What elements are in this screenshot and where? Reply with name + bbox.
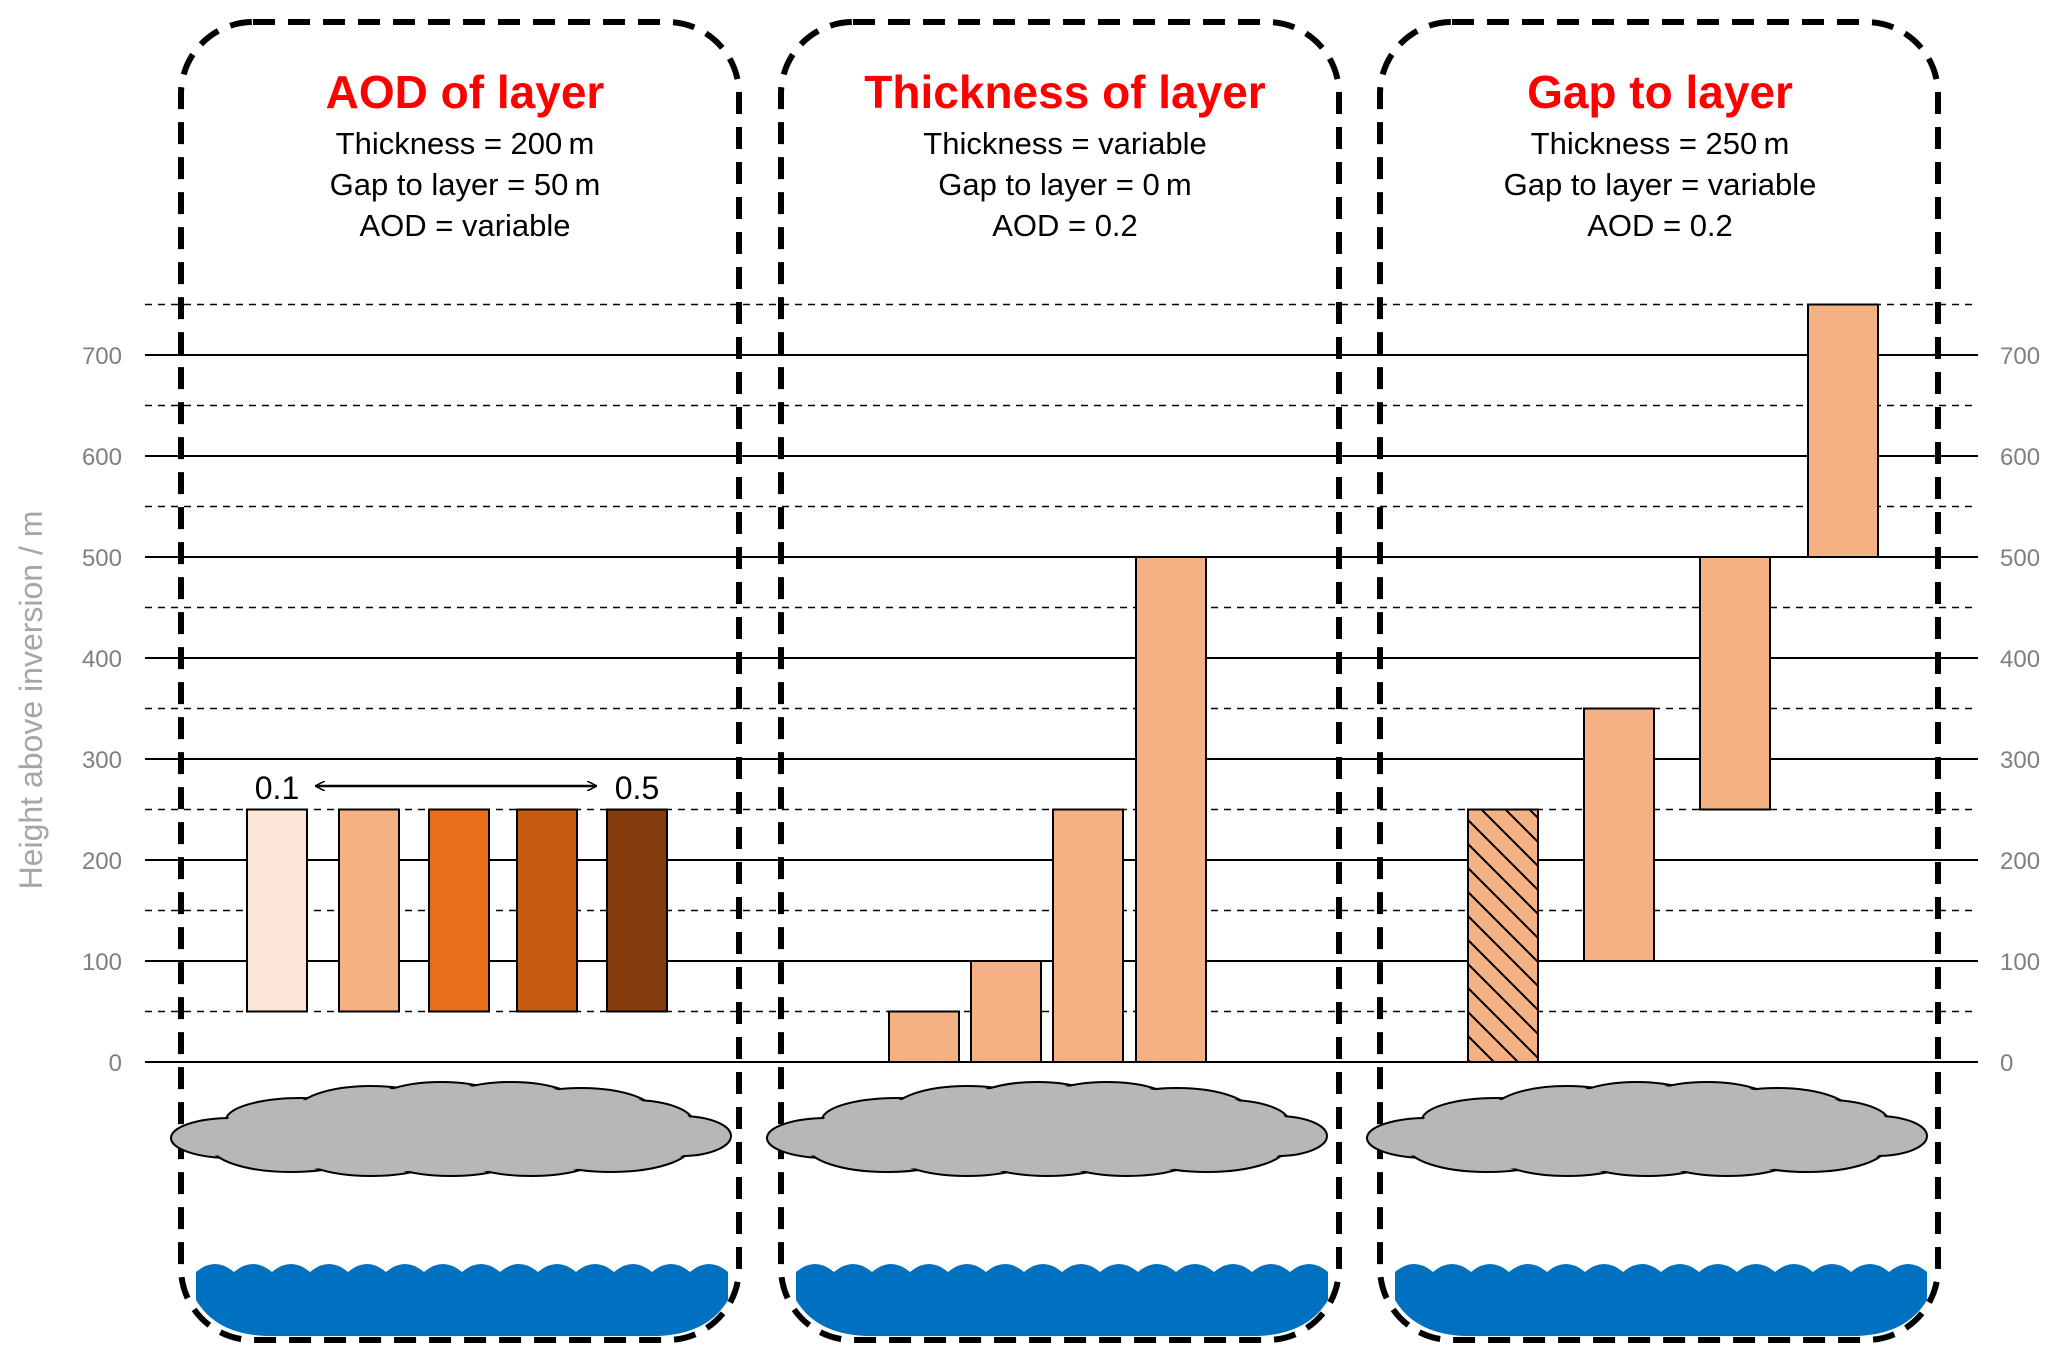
- y-tick-label: 0: [2000, 1050, 2013, 1077]
- aod-low-label: 0.1: [255, 770, 299, 806]
- y-axis-ticks-left: 0 100 200 300 400 500 600 700: [82, 343, 122, 1077]
- y-tick-label: 700: [82, 343, 122, 370]
- panel-title-gap: Gap to layer: [1527, 66, 1793, 118]
- sea-waves-icon: [196, 1264, 728, 1336]
- aerosol-layer-bar: [1467, 808, 1539, 1063]
- panel-param-aod: AOD = 0.2: [1587, 208, 1733, 243]
- panel-param-thickness: Thickness = 200 m: [336, 126, 595, 161]
- y-tick-label: 0: [109, 1050, 122, 1077]
- y-tick-label: 500: [82, 545, 122, 572]
- cloud-icon: [1366, 1081, 1928, 1177]
- panel-param-aod: AOD = 0.2: [992, 208, 1138, 243]
- cloud-fill: [1829, 1118, 1925, 1154]
- panel-param-thickness: Thickness = variable: [923, 126, 1206, 161]
- y-tick-label: 100: [2000, 949, 2040, 976]
- aerosol-layer-bar: [1699, 556, 1771, 811]
- aerosol-layer-bar: [970, 960, 1042, 1063]
- aerosol-layer-bar: [606, 808, 668, 1013]
- y-axis-title: Height above inversion / m: [13, 511, 49, 890]
- y-tick-label: 200: [82, 848, 122, 875]
- panel-param-gap: Gap to layer = 0 m: [938, 167, 1191, 202]
- panel-title-aod: AOD of layer: [326, 66, 605, 118]
- panel-param-gap: Gap to layer = 50 m: [330, 167, 601, 202]
- panel-param-aod: AOD = variable: [359, 208, 570, 243]
- panel-title-thickness: Thickness of layer: [864, 66, 1265, 118]
- panel-param-gap: Gap to layer = variable: [1504, 167, 1817, 202]
- aod-range-indicator: 0.1 0.5: [255, 770, 659, 806]
- sea: [196, 1264, 1927, 1336]
- y-tick-label: 700: [2000, 343, 2040, 370]
- panel-param-thickness: Thickness = 250 m: [1531, 126, 1790, 161]
- aerosol-layer-bar: [1583, 707, 1655, 962]
- y-tick-label: 400: [2000, 646, 2040, 673]
- aerosol-layer-bar: [1052, 808, 1124, 1063]
- y-tick-label: 300: [2000, 747, 2040, 774]
- aerosol-layer-bar: [1807, 303, 1879, 558]
- sea-waves-icon: [796, 1264, 1328, 1336]
- aerosol-layer-bar: [888, 1010, 960, 1063]
- y-tick-label: 400: [82, 646, 122, 673]
- cloud-fill: [1229, 1118, 1325, 1154]
- sea-waves-icon: [1395, 1264, 1927, 1336]
- y-tick-label: 600: [2000, 444, 2040, 471]
- y-tick-label: 100: [82, 949, 122, 976]
- y-axis-ticks-right: 0 100 200 300 400 500 600 700: [2000, 343, 2040, 1077]
- y-tick-label: 600: [82, 444, 122, 471]
- cloud-icon: [170, 1081, 732, 1177]
- clouds: [170, 1081, 1928, 1177]
- aerosol-layer-bar: [428, 808, 490, 1013]
- cloud-fill: [633, 1118, 729, 1154]
- aerosol-layer-bar: [516, 808, 578, 1013]
- aerosol-layer-bar: [1135, 556, 1207, 1063]
- aerosol-layers: [246, 303, 1879, 1063]
- aerosol-layer-bar: [246, 808, 308, 1013]
- y-tick-label: 500: [2000, 545, 2040, 572]
- aod-high-label: 0.5: [615, 770, 659, 806]
- y-tick-label: 300: [82, 747, 122, 774]
- y-tick-label: 200: [2000, 848, 2040, 875]
- cloud-icon: [766, 1081, 1328, 1177]
- aerosol-layer-bar: [338, 808, 400, 1013]
